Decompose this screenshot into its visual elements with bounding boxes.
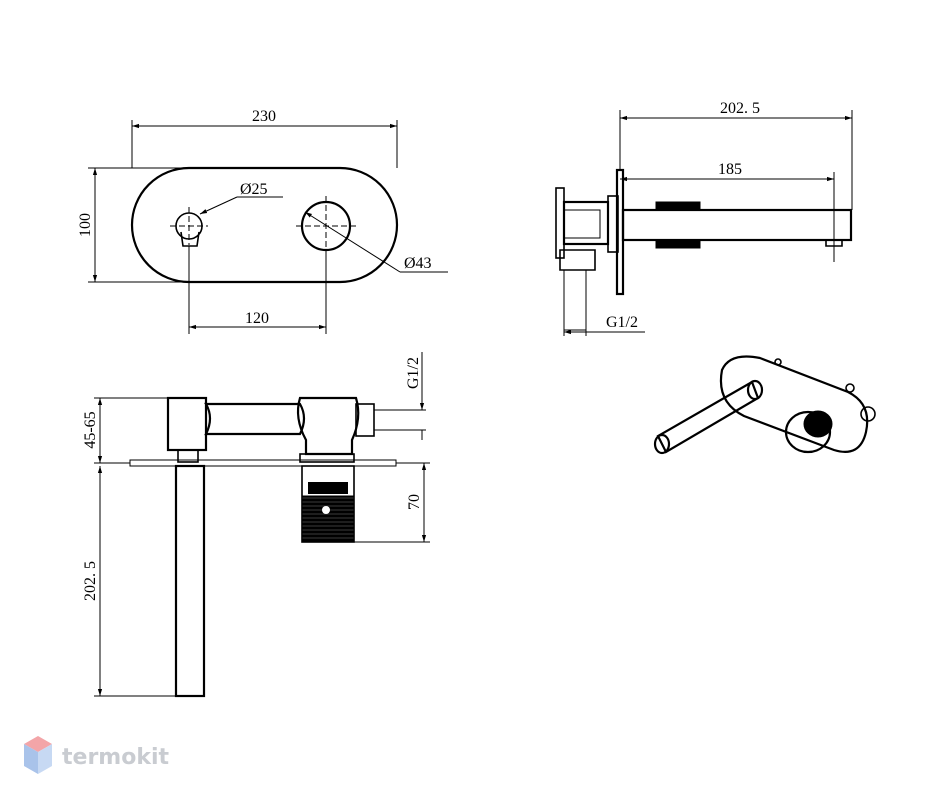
- isometric-view: [653, 355, 876, 455]
- spout-side: [621, 208, 853, 242]
- dim-side-thread: G1/2: [606, 314, 638, 331]
- dim-small-diameter: Ø25: [240, 181, 268, 198]
- spout-body-top: [166, 396, 208, 452]
- dim-center-distance: 120: [245, 310, 269, 327]
- wall-plate-top: [129, 459, 397, 467]
- dim-body-depth: 70: [406, 494, 423, 510]
- inlet-pipe: [563, 269, 587, 331]
- rear-flange: [555, 187, 565, 259]
- brand-logo: [24, 736, 52, 774]
- iso-spout: [656, 380, 760, 454]
- dim-top-thread: G1/2: [405, 357, 422, 389]
- spout-top: [174, 464, 206, 698]
- watermark: termokit: [24, 736, 169, 774]
- iso-plate: [719, 355, 869, 453]
- top-view: G1/2 45-65 202. 5 70: [82, 352, 430, 698]
- connector-tube: [204, 402, 306, 436]
- inlet-stub-top: [355, 403, 375, 437]
- dim-depth-range: 45-65: [82, 411, 99, 448]
- inlet-fitting: [559, 249, 596, 271]
- iso-fitting: [860, 406, 876, 422]
- iso-handle: [784, 410, 832, 454]
- dim-height: 100: [77, 213, 94, 237]
- front-plate-outline: [130, 166, 399, 284]
- dim-top-spout-length: 202. 5: [82, 561, 99, 601]
- valve-body-top: [296, 396, 360, 456]
- front-view: 230 100 Ø25 Ø43 120: [77, 108, 448, 334]
- dim-overall-length: 202. 5: [720, 100, 760, 117]
- side-view: 202. 5 185 G1/2: [555, 100, 853, 336]
- handle-knurl: [301, 495, 355, 543]
- dim-overall-width: 230: [252, 108, 276, 125]
- brand-name: termokit: [62, 745, 169, 770]
- spout-grip-bottom: [655, 239, 701, 249]
- dim-large-diameter: Ø43: [404, 255, 432, 272]
- small-handle-lever: [180, 231, 200, 247]
- dim-spout-length: 185: [718, 161, 742, 178]
- spout-grip-top: [655, 201, 701, 211]
